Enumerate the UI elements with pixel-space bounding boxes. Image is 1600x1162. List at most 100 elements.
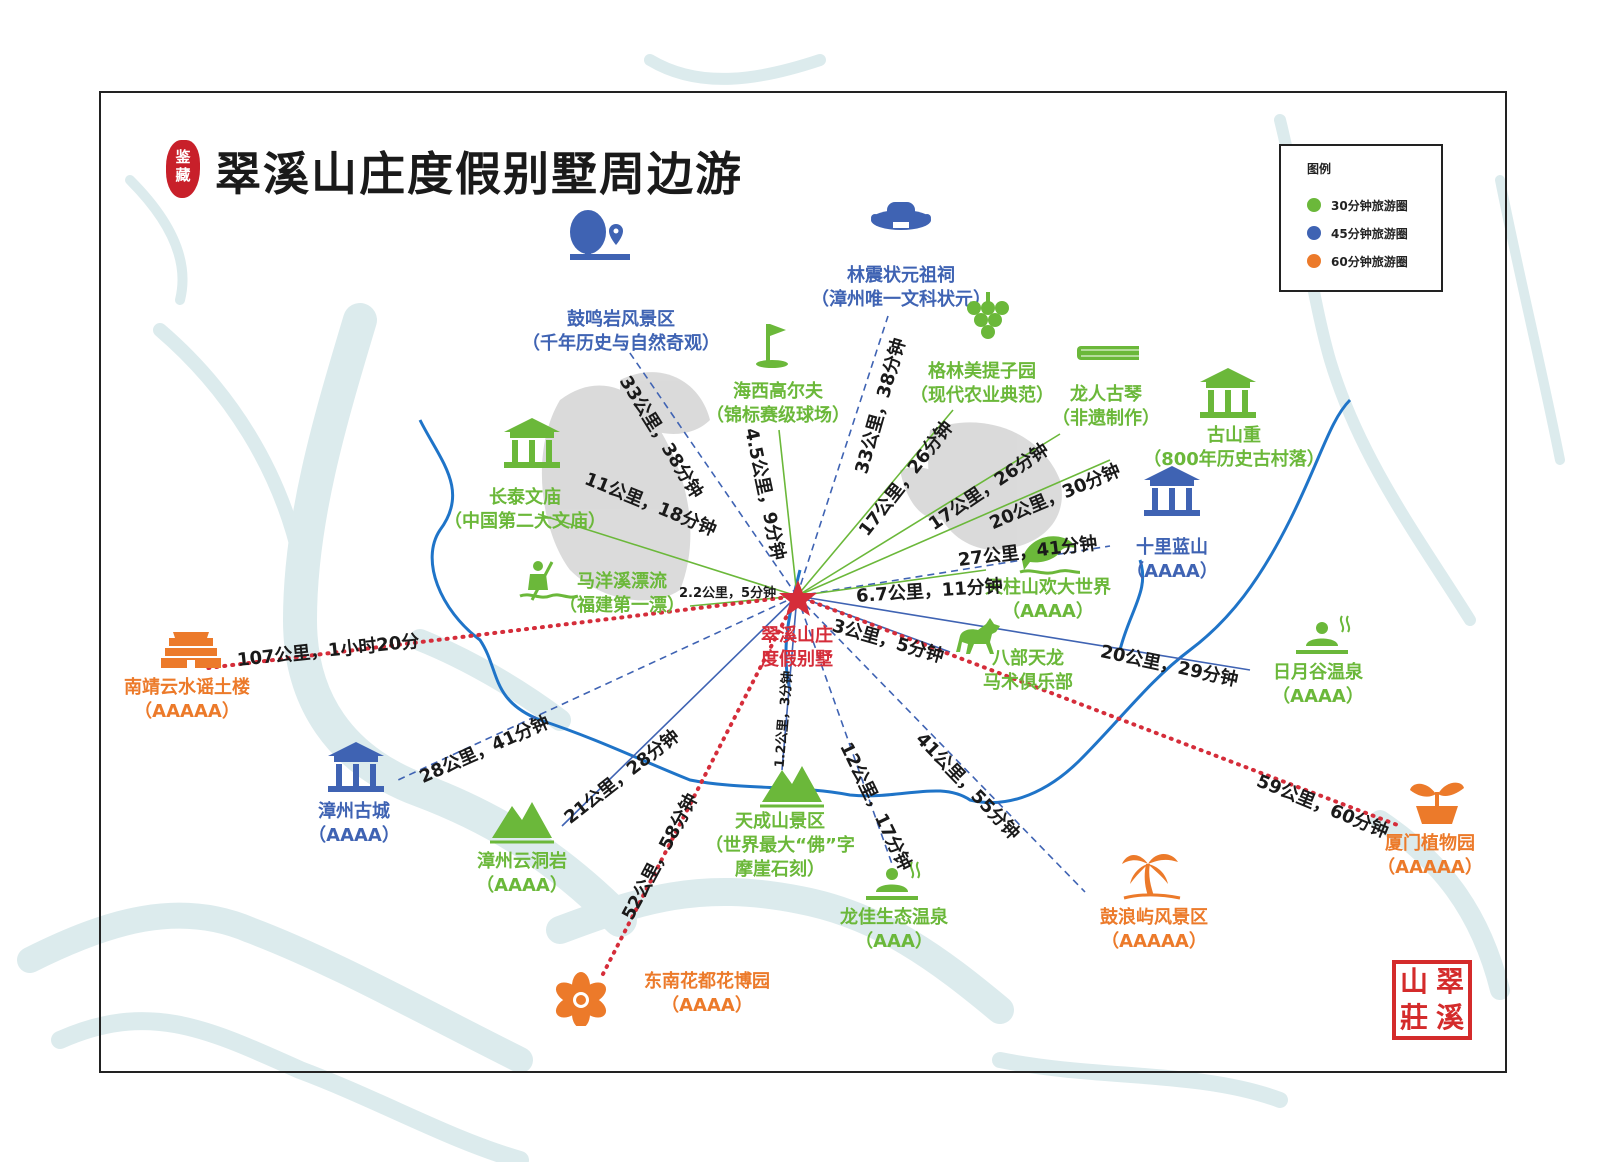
legend-label: 60分钟旅游圈 bbox=[1331, 254, 1408, 269]
poi-label-line: （800年历史古村落） bbox=[1143, 449, 1325, 470]
poi-label-line: 古山重 bbox=[1206, 425, 1261, 446]
map-title: 翠溪山庄度假别墅周边游 bbox=[215, 147, 743, 201]
river-lines bbox=[418, 398, 1352, 805]
poi-label-line: （非遗制作） bbox=[1052, 408, 1160, 429]
route-distance-label: 2.2公里，5分钟 bbox=[679, 586, 777, 601]
route-line bbox=[537, 513, 798, 597]
poi-label-line: （中国第二大文庙） bbox=[444, 511, 606, 532]
legend: 图例 30分钟旅游圈 45分钟旅游圈 60分钟旅游圈 bbox=[1279, 144, 1443, 292]
seal-char: 山 bbox=[1399, 965, 1428, 998]
grapes-icon bbox=[954, 290, 1018, 350]
poi-label[interactable]: 漳州古城 （AAAA） bbox=[308, 800, 400, 848]
poi-label[interactable]: 古山重 （800年历史古村落） bbox=[1143, 424, 1325, 472]
palm-icon bbox=[1120, 844, 1184, 904]
poi-label-line: （AAAA） bbox=[661, 995, 753, 1016]
route-line bbox=[778, 429, 798, 597]
star-icon bbox=[779, 580, 817, 616]
poi-label[interactable]: 十里蓝山（AAAA） bbox=[1126, 536, 1218, 584]
poi-label[interactable]: 长泰文庙 （中国第二大文庙） bbox=[444, 486, 606, 534]
poi-label-line: 马术俱乐部 bbox=[983, 672, 1073, 693]
poi-label[interactable]: 格林美提子园 （现代农业典范） bbox=[910, 360, 1054, 408]
legend-label: 30分钟旅游圈 bbox=[1331, 198, 1408, 213]
poi-label[interactable]: 鼓鸣岩风景区 （千年历史与自然奇观） bbox=[522, 308, 720, 356]
temple-icon bbox=[500, 414, 564, 474]
poi-label[interactable]: 东南花都花博园 （AAAA） bbox=[644, 970, 770, 1018]
poi-label[interactable]: 马洋溪漂流（福建第一漂） bbox=[559, 570, 685, 618]
poi-label-line: 厦门植物园 bbox=[1385, 833, 1475, 854]
poi-label[interactable]: 漳州云洞岩（AAAA） bbox=[476, 850, 568, 898]
poi-label-line: （漳州唯一文科状元） bbox=[811, 289, 991, 310]
legend-item-30min: 30分钟旅游圈 bbox=[1307, 196, 1408, 214]
building-icon bbox=[1196, 364, 1260, 424]
center-label-line: 度假别墅 bbox=[761, 649, 833, 670]
poi-label[interactable]: 龙人古琴（非遗制作） bbox=[1052, 383, 1160, 431]
seal-char: 莊 bbox=[1399, 1001, 1428, 1034]
collector-seal: 鉴藏 bbox=[166, 140, 200, 198]
poi-label-line: 海西高尔夫 bbox=[733, 381, 823, 402]
poi-label-line: 鼓浪屿风景区 bbox=[1100, 907, 1208, 928]
poi-label[interactable]: 天成山景区 （世界最大“佛”字摩崖石刻） bbox=[705, 810, 855, 882]
route-line bbox=[796, 595, 1086, 893]
villa-seal: 山 翠 莊 溪 bbox=[1392, 960, 1472, 1040]
route-line bbox=[796, 315, 889, 597]
poi-label-line: 鼓鸣岩风景区 bbox=[567, 309, 675, 330]
seal-char: 翠 bbox=[1435, 965, 1464, 998]
route-line bbox=[796, 595, 1251, 671]
poi-label-line: （AAAA） bbox=[1126, 561, 1218, 582]
poi-label-line: （现代农业典范） bbox=[910, 385, 1054, 406]
legend-label: 45分钟旅游圈 bbox=[1331, 226, 1408, 241]
route-line bbox=[620, 339, 798, 597]
poi-label[interactable]: 厦门植物园 （AAAAA） bbox=[1377, 832, 1483, 880]
poi-label-line: （千年历史与自然奇观） bbox=[522, 333, 720, 354]
poi-label-line: （AAAA） bbox=[1272, 686, 1364, 707]
flower-icon bbox=[551, 970, 615, 1030]
poi-label-line: （AAAA） bbox=[308, 825, 400, 846]
legend-dot-icon bbox=[1307, 226, 1321, 240]
poi-label-line: 八部天龙 bbox=[992, 648, 1064, 669]
poi-label-line: 摩崖石刻） bbox=[734, 859, 825, 880]
legend-item-45min: 45分钟旅游圈 bbox=[1307, 224, 1408, 242]
poi-label-line: 林震状元祖祠 bbox=[847, 265, 955, 286]
route-line bbox=[206, 594, 799, 670]
poi-label-line: 漳州云洞岩 bbox=[476, 851, 567, 872]
poi-label-line: （AAAAA） bbox=[1377, 857, 1483, 878]
route-line bbox=[796, 433, 1061, 597]
poi-label-line: 长泰文庙 bbox=[489, 487, 561, 508]
poi-label[interactable]: 龙佳生态温泉 （AAA） bbox=[840, 906, 948, 954]
hat-icon bbox=[869, 192, 933, 252]
poi-label[interactable]: 林震状元祖祠 （漳州唯一文科状元） bbox=[811, 264, 991, 312]
poi-label[interactable]: 南靖云水谣土楼（AAAAA） bbox=[124, 676, 250, 724]
poi-label-line: （福建第一漂） bbox=[559, 595, 685, 616]
poi-label[interactable]: 日月谷温泉（AAAA） bbox=[1272, 661, 1364, 709]
poi-label-line: 东南花都花博园 bbox=[644, 971, 770, 992]
poi-label[interactable]: 天柱山欢大世界（AAAA） bbox=[985, 576, 1111, 624]
poi-label[interactable]: 海西高尔夫（锦标赛级球场） bbox=[706, 380, 850, 428]
guqin-icon bbox=[1075, 334, 1143, 394]
dolphin-icon bbox=[1016, 524, 1083, 584]
poi-label-line: （AAA） bbox=[855, 931, 933, 952]
poi-label-line: （世界最大“佛”字 bbox=[705, 835, 855, 856]
poi-label-line: 天成山景区 bbox=[734, 811, 825, 832]
center-label-line: 翠溪山庄 bbox=[761, 625, 833, 646]
poi-label-line: （AAAAA） bbox=[1101, 931, 1207, 952]
legend-dot-icon bbox=[1307, 254, 1321, 268]
route-line bbox=[561, 595, 798, 827]
hotspring-icon bbox=[1292, 608, 1356, 668]
pavilion-icon bbox=[1140, 462, 1204, 522]
rafting-icon bbox=[518, 556, 582, 616]
seal-char: 溪 bbox=[1435, 1001, 1464, 1034]
city-gate-icon bbox=[324, 738, 388, 798]
tulou-icon bbox=[159, 622, 223, 682]
horse-icon bbox=[946, 612, 1010, 672]
poi-label[interactable]: 鼓浪屿风景区 （AAAAA） bbox=[1100, 906, 1208, 954]
poi-label-line: 漳州古城 bbox=[317, 801, 390, 822]
poi-label[interactable]: 八部天龙马术俱乐部 bbox=[983, 647, 1073, 695]
route-line bbox=[781, 595, 798, 771]
route-line bbox=[601, 594, 799, 976]
tree-pin-icon bbox=[566, 210, 630, 270]
poi-label-line: 龙佳生态温泉 bbox=[840, 907, 948, 928]
hill-shapes bbox=[541, 372, 1062, 601]
map-frame bbox=[99, 91, 1507, 1073]
poi-label-line: 格林美提子园 bbox=[928, 361, 1036, 382]
